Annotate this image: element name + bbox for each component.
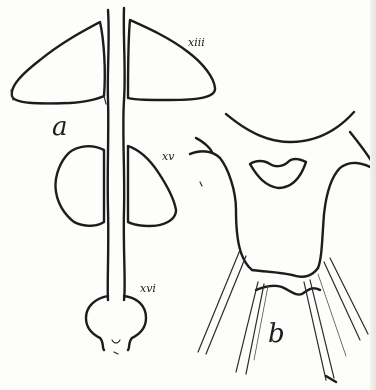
ray-left-3 (236, 282, 258, 372)
bottom-bowl (252, 268, 318, 277)
ray-right-4 (330, 258, 368, 334)
upper-left-lobe (12, 22, 105, 103)
lower-bulb-notch (112, 340, 120, 343)
middle-left-lobe (55, 146, 104, 226)
inner-notch-arc (250, 159, 306, 188)
side-mark-right (350, 132, 372, 162)
tick-mark-stem (104, 96, 106, 104)
upper-right-lobe (128, 20, 215, 100)
side-mark-left (196, 138, 212, 152)
ray-left-2 (206, 256, 246, 354)
panel-b-label: b (268, 319, 285, 349)
top-arc (226, 112, 354, 142)
central-stem-left (108, 10, 109, 300)
lower-notch (256, 286, 320, 295)
ray-left-4 (246, 284, 264, 374)
lower-bulb (86, 296, 146, 350)
left-wall (190, 151, 252, 270)
side-mark-dot (200, 182, 202, 186)
right-wall (318, 163, 376, 268)
ray-right-3 (324, 262, 360, 340)
label-middle-pair: xv (162, 150, 175, 163)
label-lower-end: xvi (140, 282, 156, 295)
panel-a-label: a (52, 112, 68, 142)
lower-tip-mark (114, 352, 118, 354)
central-stem-right (123, 8, 124, 300)
ray-left-1 (198, 250, 240, 352)
page-edge (370, 0, 376, 390)
figure-a (11, 8, 215, 354)
ray-right-base (326, 376, 336, 382)
ray-right-5 (318, 274, 346, 356)
label-upper-pair: xiii (188, 36, 205, 49)
